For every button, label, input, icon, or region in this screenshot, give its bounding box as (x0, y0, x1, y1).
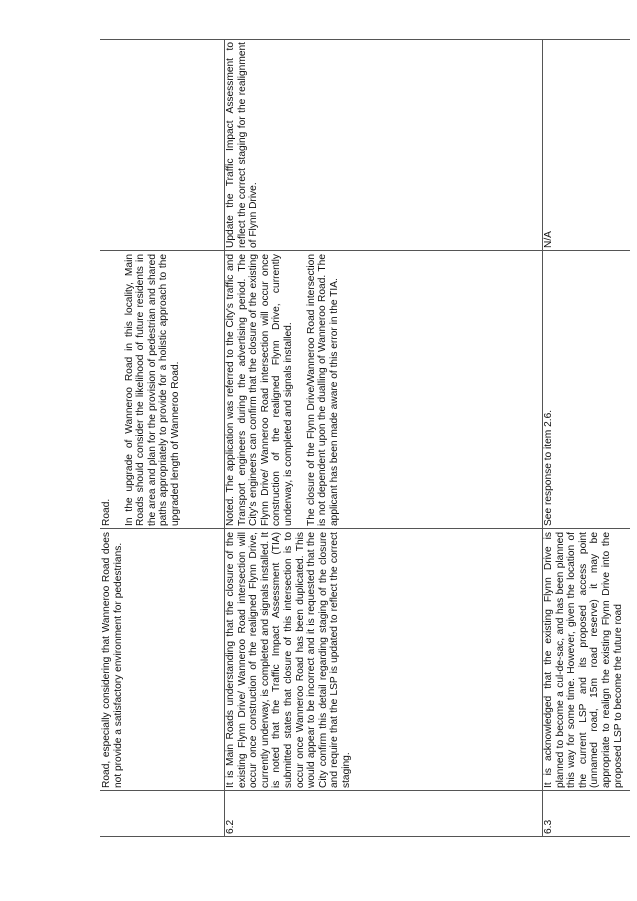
response-cell: Noted. The application was referred to t… (224, 251, 542, 529)
action-cell (100, 39, 224, 251)
table-row: 6.2 It is Main Roads understanding that … (224, 39, 542, 837)
item-number-cell: 6.2 (224, 791, 542, 837)
submission-text: Road, especially considering that Wanner… (101, 532, 124, 788)
table-row: Road, especially considering that Wanner… (100, 39, 224, 837)
submission-cell: It is Main Roads understanding that the … (224, 529, 542, 791)
column-divider (100, 790, 630, 791)
column-divider (100, 528, 630, 529)
action-text: N/A (543, 231, 554, 248)
row-divider (224, 39, 225, 837)
item-number: 6.2 (225, 819, 236, 834)
response-text-paragraph-2: In the upgrade of Wanneroo Road in this … (123, 254, 181, 526)
item-number: 6.3 (543, 819, 554, 834)
submissions-table: Road, especially considering that Wanner… (100, 39, 630, 837)
response-cell: See response to item 2.6. (542, 251, 630, 529)
item-number-cell (100, 791, 224, 837)
action-cell: Update the Traffic Impact Assessment to … (224, 39, 542, 251)
action-text: Update the Traffic Impact Assessment to … (225, 42, 260, 248)
submission-text: It is acknowledged that the existing Fly… (543, 532, 624, 788)
column-divider (100, 250, 630, 251)
submission-cell: Road, especially considering that Wanner… (100, 529, 224, 791)
response-text-paragraph-2: The closure of the Flynn Drive/Wanneroo … (305, 254, 340, 526)
submission-cell: It is acknowledged that the existing Fly… (542, 529, 630, 791)
response-text: Road. (101, 498, 112, 526)
response-text: See response to item 2.6. (543, 409, 554, 526)
row-divider (542, 39, 543, 837)
response-cell: Road. In the upgrade of Wanneroo Road in… (100, 251, 224, 529)
action-cell: N/A (542, 39, 630, 251)
table-border-right (100, 39, 630, 40)
table-border-left (100, 836, 630, 837)
item-number-cell: 6.3 (542, 791, 630, 837)
submission-text: It is Main Roads understanding that the … (225, 532, 352, 788)
response-text: Noted. The application was referred to t… (225, 254, 294, 526)
table-row: 6.3 It is acknowledged that the existing… (542, 39, 630, 837)
